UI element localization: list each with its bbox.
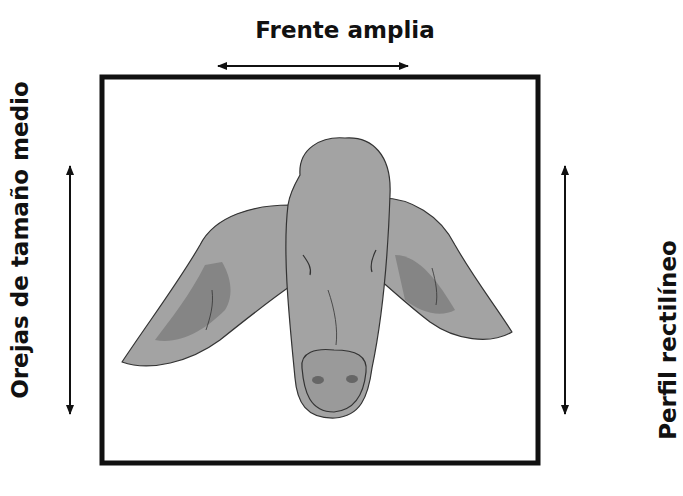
- width-arrow: [218, 65, 408, 67]
- dimension-label: Frente amplia: [255, 17, 434, 43]
- nostril: [346, 375, 358, 383]
- left-ear: [122, 205, 292, 366]
- dimension-label: Orejas de tamaño medio: [7, 81, 33, 399]
- ear-line: [432, 268, 437, 305]
- right-ear-inner: [395, 255, 455, 314]
- cow-head: [122, 138, 512, 418]
- eye: [303, 255, 311, 275]
- muzzle: [302, 350, 366, 412]
- eye: [371, 250, 376, 272]
- dimension-label: Perfil rectilíneo: [655, 240, 681, 440]
- frame: [102, 77, 538, 463]
- right-ear: [380, 198, 512, 339]
- nostril: [312, 376, 324, 384]
- ear-arrow: [69, 166, 71, 414]
- left-ear-inner: [155, 262, 231, 341]
- profile-arrow: [564, 166, 566, 414]
- ear-line: [206, 290, 213, 330]
- face: [286, 138, 390, 418]
- face-line: [328, 290, 337, 345]
